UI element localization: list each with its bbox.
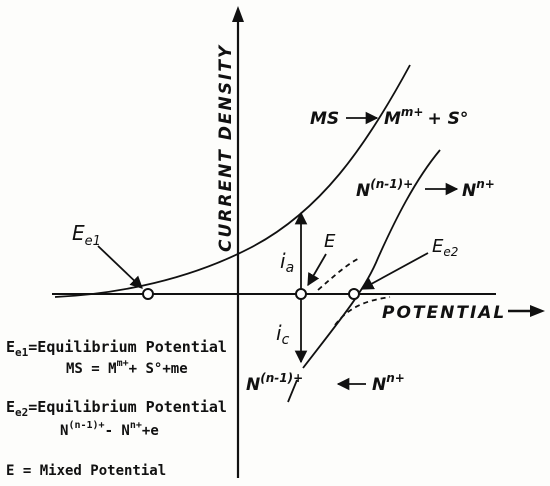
e-mixed-label: E (324, 231, 336, 252)
n-anodic-branch (302, 149, 441, 369)
n-ox-reaction-right: Nn+ (462, 177, 495, 201)
ee2-point (348, 288, 360, 300)
legend-line-3: Ee2=Equilibrium Potential (6, 398, 227, 419)
ee1-pointer (97, 245, 143, 289)
ia-label: ia (280, 249, 294, 276)
ic-label: ic (276, 321, 290, 348)
legend-line-5: E = Mixed Potential (6, 463, 166, 479)
legend-line-4: N(n-1)+- Nn++e (60, 420, 159, 439)
ee1-label: Ee1 (72, 221, 101, 249)
legend: Ee1=Equilibrium Potential MS = Mm++ S°+m… (6, 338, 227, 479)
ee1-point (142, 288, 154, 300)
legend-line-2: MS = Mm++ S°+me (66, 358, 188, 377)
pointer-arrows (97, 111, 459, 391)
e-pointer (307, 253, 327, 287)
n-red-reaction-left: N(n-1)+ (246, 371, 303, 395)
ee2-pointer (360, 252, 429, 290)
ms-reaction-right: Mm++ S° (384, 105, 468, 129)
ms-reaction-left: MS (310, 109, 339, 129)
n-tail (287, 379, 298, 403)
dashed-extension-upper (317, 257, 361, 291)
ee2-label: Ee2 (432, 236, 458, 259)
mixed-potential-point (295, 288, 307, 300)
n-ox-reaction-left: N(n-1)+ (356, 177, 413, 201)
legend-line-1: Ee1=Equilibrium Potential (6, 338, 227, 359)
y-axis-label: CURRENT DENSITY (216, 44, 236, 252)
n-red-reaction-right: Nn+ (372, 371, 405, 395)
dashed-extension-lower (334, 296, 391, 326)
x-axis-label-arrow (508, 305, 545, 317)
y-axis-arrowhead (232, 6, 244, 22)
curves (54, 64, 441, 403)
axes (52, 6, 496, 478)
anodic-ms-curve (54, 64, 411, 298)
x-axis-label: POTENTIAL (382, 303, 506, 323)
